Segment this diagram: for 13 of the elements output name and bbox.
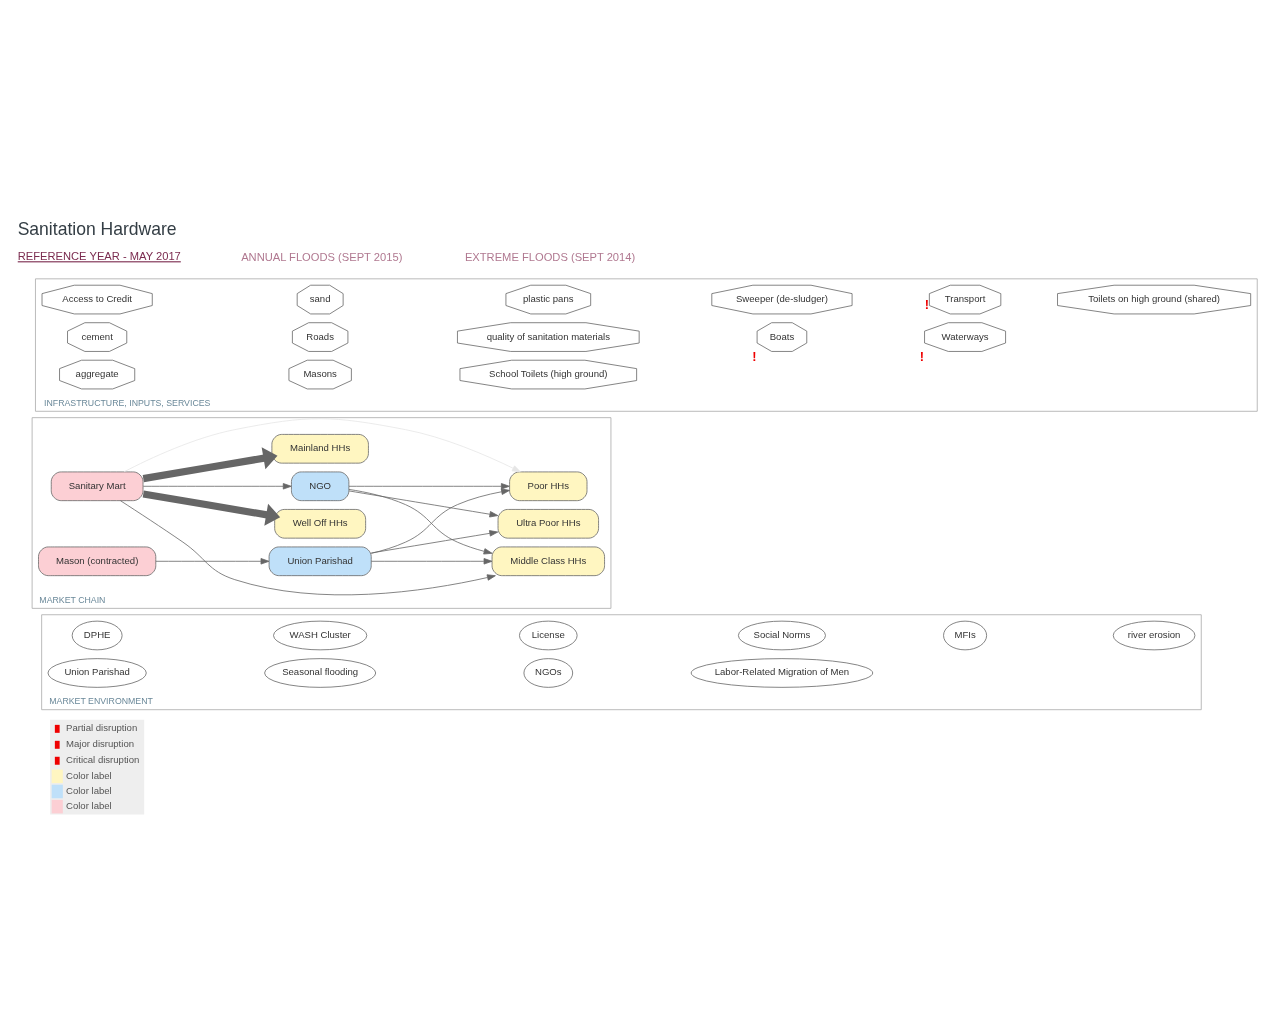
node-label: ! (919, 348, 925, 364)
legend-label: Color label (66, 784, 112, 796)
legend-label: Color label (66, 800, 112, 812)
legend-label: Major disruption (66, 738, 135, 750)
label: REFERENCE YEAR - MAY 2017 (17, 250, 181, 263)
legend-label: Critical disruption (66, 754, 140, 766)
diagram-title: Sanitation Hardware (17, 219, 177, 240)
legend-label: Color label (66, 769, 112, 781)
node-label: ! (924, 296, 929, 312)
label: ANNUAL FLOODS (SEPT 2015) (241, 251, 403, 264)
legend-label: Partial disruption (66, 722, 138, 734)
label: EXTREME FLOODS (SEPT 2014) (464, 251, 636, 264)
node-label: ! (752, 348, 757, 364)
